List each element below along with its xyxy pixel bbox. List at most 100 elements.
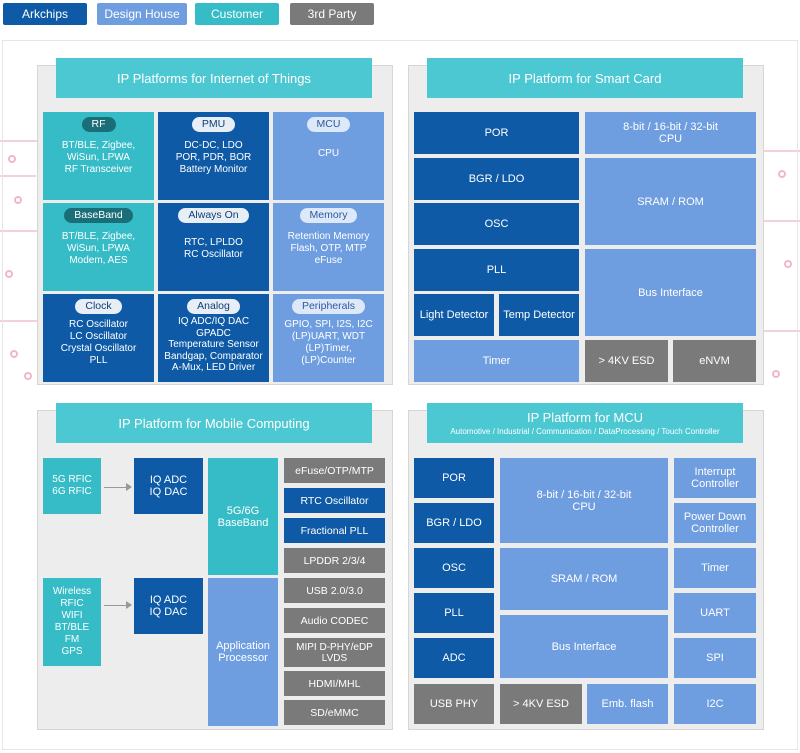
smartcard-temp-detector[interactable]: Temp Detector — [499, 294, 579, 336]
mobile-audio-codec[interactable]: Audio CODEC — [284, 608, 385, 633]
mcu-uart[interactable]: UART — [674, 593, 756, 633]
smartcard-esd[interactable]: > 4KV ESD — [585, 340, 668, 382]
cpu-line: 8-bit / 16-bit / 32-bit — [623, 121, 718, 133]
smartcard-timer[interactable]: Timer — [414, 340, 579, 382]
right-line: Controller — [691, 523, 739, 535]
smartcard-light-detector[interactable]: Light Detector — [414, 294, 494, 336]
iq-line: IQ ADC — [149, 594, 188, 606]
right-line: Interrupt — [694, 466, 736, 478]
mcu-spi[interactable]: SPI — [674, 638, 756, 678]
mcu-pll[interactable]: PLL — [414, 593, 494, 633]
cell-line: RF Transceiver — [64, 164, 133, 175]
mcu-i2c[interactable]: I2C — [674, 684, 756, 724]
cell-line: BT/BLE, Zigbee, — [61, 140, 136, 151]
rfic-line: GPS — [61, 646, 83, 657]
mobile-fractional-pll[interactable]: Fractional PLL — [284, 518, 385, 543]
legend-3rd-party[interactable]: 3rd Party — [290, 3, 374, 25]
legend-arkchips[interactable]: Arkchips — [3, 3, 87, 25]
mobile-efuse-otp-mtp[interactable]: eFuse/OTP/MTP — [284, 458, 385, 483]
mobile-hdmi-mhl[interactable]: HDMI/MHL — [284, 671, 385, 696]
mcu-usb-phy[interactable]: USB PHY — [414, 684, 494, 724]
smartcard-por[interactable]: POR — [414, 112, 579, 154]
cell-line: WiSun, LPWA — [67, 152, 130, 163]
iot-cell-label: Analog — [187, 299, 240, 314]
cell-line: A-Mux, LED Driver — [171, 362, 256, 373]
mobile-sd-emmc[interactable]: SD/eMMC — [284, 700, 385, 725]
iot-title-text: IP Platforms for Internet of Things — [117, 70, 311, 86]
cell-line: DC-DC, LDO — [184, 140, 243, 151]
iq-line: IQ DAC — [149, 486, 188, 498]
diagram-frame — [2, 40, 798, 750]
cpu-line: CPU — [658, 133, 683, 145]
smartcard-bus-interface[interactable]: Bus Interface — [585, 249, 756, 336]
smartcard-title: IP Platform for Smart Card — [427, 58, 743, 98]
cell-line: Bandgap, Comparator — [164, 350, 263, 362]
rfic-line: BT/BLE — [54, 622, 90, 633]
mcu-esd[interactable]: > 4KV ESD — [500, 684, 582, 724]
arrow-right-icon — [104, 601, 132, 609]
mcu-title: IP Platform for MCU Automotive / Industr… — [427, 403, 743, 443]
smartcard-osc[interactable]: OSC — [414, 203, 579, 245]
mcu-sram-rom[interactable]: SRAM / ROM — [500, 548, 668, 610]
cell-line: (LP)UART, WDT — [291, 331, 366, 342]
mobile-mipi-lvds[interactable]: MIPI D-PHY/eDP LVDS — [284, 638, 385, 667]
right-line: Controller — [691, 478, 739, 490]
cell-line: RC Oscillator — [184, 249, 243, 260]
mcu-bus-interface[interactable]: Bus Interface — [500, 615, 668, 678]
mcu-emb-flash[interactable]: Emb. flash — [587, 684, 668, 724]
smartcard-pll[interactable]: PLL — [414, 249, 579, 291]
iq-line: IQ ADC — [149, 474, 188, 486]
mcu-adc[interactable]: ADC — [414, 638, 494, 678]
legend-design-house[interactable]: Design House — [97, 3, 187, 25]
baseband-line: 5G/6G — [226, 504, 260, 517]
mcu-bgr-ldo[interactable]: BGR / LDO — [414, 503, 494, 543]
mobile-rtc-oscillator[interactable]: RTC Oscillator — [284, 488, 385, 513]
smartcard-sram-rom[interactable]: SRAM / ROM — [585, 158, 756, 245]
iot-cell-label: Always On — [178, 208, 249, 223]
mcu-subtitle: Automotive / Industrial / Communication … — [450, 427, 720, 436]
iot-cell-label: MCU — [306, 117, 351, 132]
mcu-por[interactable]: POR — [414, 458, 494, 498]
app-line: Application — [216, 640, 270, 652]
mcu-osc[interactable]: OSC — [414, 548, 494, 588]
cell-line: (LP)Timer, — [305, 343, 352, 354]
cell-line: IQ ADC/IQ DAC — [177, 316, 250, 327]
cpu-line: 8-bit / 16-bit / 32-bit — [536, 488, 632, 501]
right-line: Power Down — [683, 511, 747, 523]
rfic-line: 5G RFIC — [52, 474, 92, 485]
cell-line: Battery Monitor — [179, 164, 248, 175]
iot-cell-label: Clock — [75, 299, 122, 314]
iot-title: IP Platforms for Internet of Things — [56, 58, 372, 98]
cell-line: GPADC — [196, 327, 231, 339]
smartcard-envm[interactable]: eNVM — [673, 340, 756, 382]
cell-line: RTC, LPLDO — [184, 237, 243, 248]
mobile-lpddr[interactable]: LPDDR 2/3/4 — [284, 548, 385, 573]
cell-line: PLL — [89, 355, 108, 366]
mobile-usb[interactable]: USB 2.0/3.0 — [284, 578, 385, 603]
iot-cell-label: RF — [81, 117, 116, 132]
smartcard-bgr-ldo[interactable]: BGR / LDO — [414, 158, 579, 200]
cell-line: (LP)Counter — [301, 355, 356, 366]
mcu-timer[interactable]: Timer — [674, 548, 756, 588]
legend-customer[interactable]: Customer — [195, 3, 279, 25]
iot-cell-peripherals[interactable]: Peripherals GPIO, SPI, I2S, I2C(LP)UART,… — [273, 294, 384, 382]
mcu-title-text: IP Platform for MCU — [526, 410, 644, 425]
iot-cell-mcu[interactable]: MCU CPU — [273, 112, 384, 200]
